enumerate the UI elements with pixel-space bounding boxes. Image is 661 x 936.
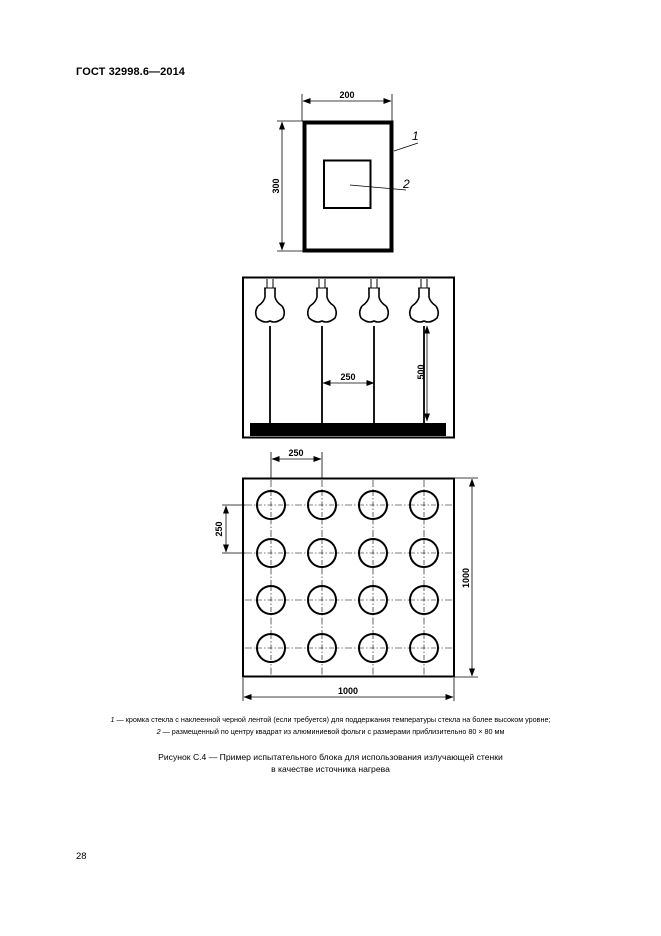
- leader-2: [349, 184, 407, 191]
- sensor-neck: [411, 288, 437, 307]
- sensor-head: [306, 305, 338, 323]
- leader-1: [393, 142, 419, 152]
- plan-frame: [242, 477, 455, 678]
- sensor-neck: [361, 288, 387, 307]
- caption-line-2: в качестве источника нагрева: [271, 764, 390, 774]
- page-number: 28: [76, 851, 87, 862]
- sensor-head: [358, 305, 390, 323]
- sensor-neck: [309, 288, 335, 307]
- caption-line-1: Рисунок С.4 — Пример испытательного блок…: [158, 752, 503, 762]
- top-view: 200 300 1 2: [271, 90, 419, 253]
- figure-caption: Рисунок С.4 — Пример испытательного блок…: [60, 751, 601, 775]
- legend-item-1: 1 — кромка стекла с наклеенной черной ле…: [40, 714, 621, 726]
- document-header: ГОСТ 32998.6—2014: [76, 66, 186, 78]
- sensor-neck: [257, 288, 283, 307]
- dim-label-plan-height: 1000: [461, 568, 471, 588]
- dim-label-spacing: 250: [340, 372, 355, 382]
- dim-label-width: 200: [339, 90, 354, 100]
- legend-text-2: — размещенный по центру квадрат из алюми…: [160, 727, 505, 736]
- foil-square: [323, 159, 372, 209]
- glass-frame: [302, 120, 394, 253]
- legend-num-2: 2: [156, 727, 161, 736]
- callout-1: 1: [412, 129, 419, 143]
- sensor-head: [254, 305, 286, 323]
- dim-label-height: 300: [271, 178, 281, 193]
- sensor-assembly: [306, 279, 338, 423]
- plan-view: 250 250 1000 1000: [214, 448, 478, 701]
- dim-label-spacing-y: 250: [214, 521, 224, 536]
- callout-2: 2: [402, 177, 410, 191]
- dim-label-plan-width: 1000: [338, 686, 358, 696]
- base-plate: [250, 423, 446, 436]
- dim-label-spacing-x: 250: [288, 448, 303, 458]
- side-frame: [242, 276, 455, 439]
- sensor-assembly: [358, 279, 390, 423]
- side-view: 250 500: [242, 276, 455, 439]
- legend-text-1: — кромка стекла с наклеенной черной лент…: [114, 715, 551, 724]
- sensor-assembly: [408, 279, 440, 423]
- legend-num-1: 1: [110, 715, 115, 724]
- legend-item-2: 2 — размещенный по центру квадрат из алю…: [40, 726, 621, 738]
- dim-label-sensor-height: 500: [416, 364, 426, 379]
- sensor-assembly: [254, 279, 286, 423]
- sensor-head: [408, 305, 440, 323]
